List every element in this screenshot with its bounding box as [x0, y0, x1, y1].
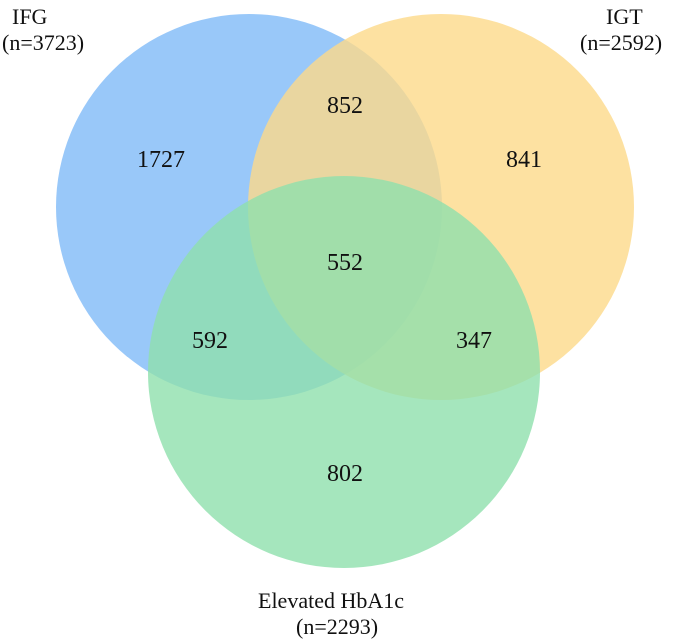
ifg-igt-count: 852 [327, 93, 363, 119]
ifg-only-count: 1727 [137, 147, 185, 173]
hba1c-only-count: 802 [327, 461, 363, 487]
igt-only-count: 841 [506, 147, 542, 173]
hba1c-label: Elevated HbA1c [258, 588, 404, 613]
hba1c-count: (n=2293) [296, 614, 379, 639]
igt-hba1c-count: 347 [456, 328, 492, 354]
igt-label: IGT [606, 4, 643, 29]
ifg-count: (n=3723) [2, 30, 85, 55]
hba1c-circle [148, 176, 540, 568]
igt-count: (n=2592) [580, 30, 663, 55]
ifg-label: IFG [12, 4, 48, 29]
ifg-hba1c-count: 592 [192, 328, 228, 354]
all-three-count: 552 [327, 250, 363, 276]
